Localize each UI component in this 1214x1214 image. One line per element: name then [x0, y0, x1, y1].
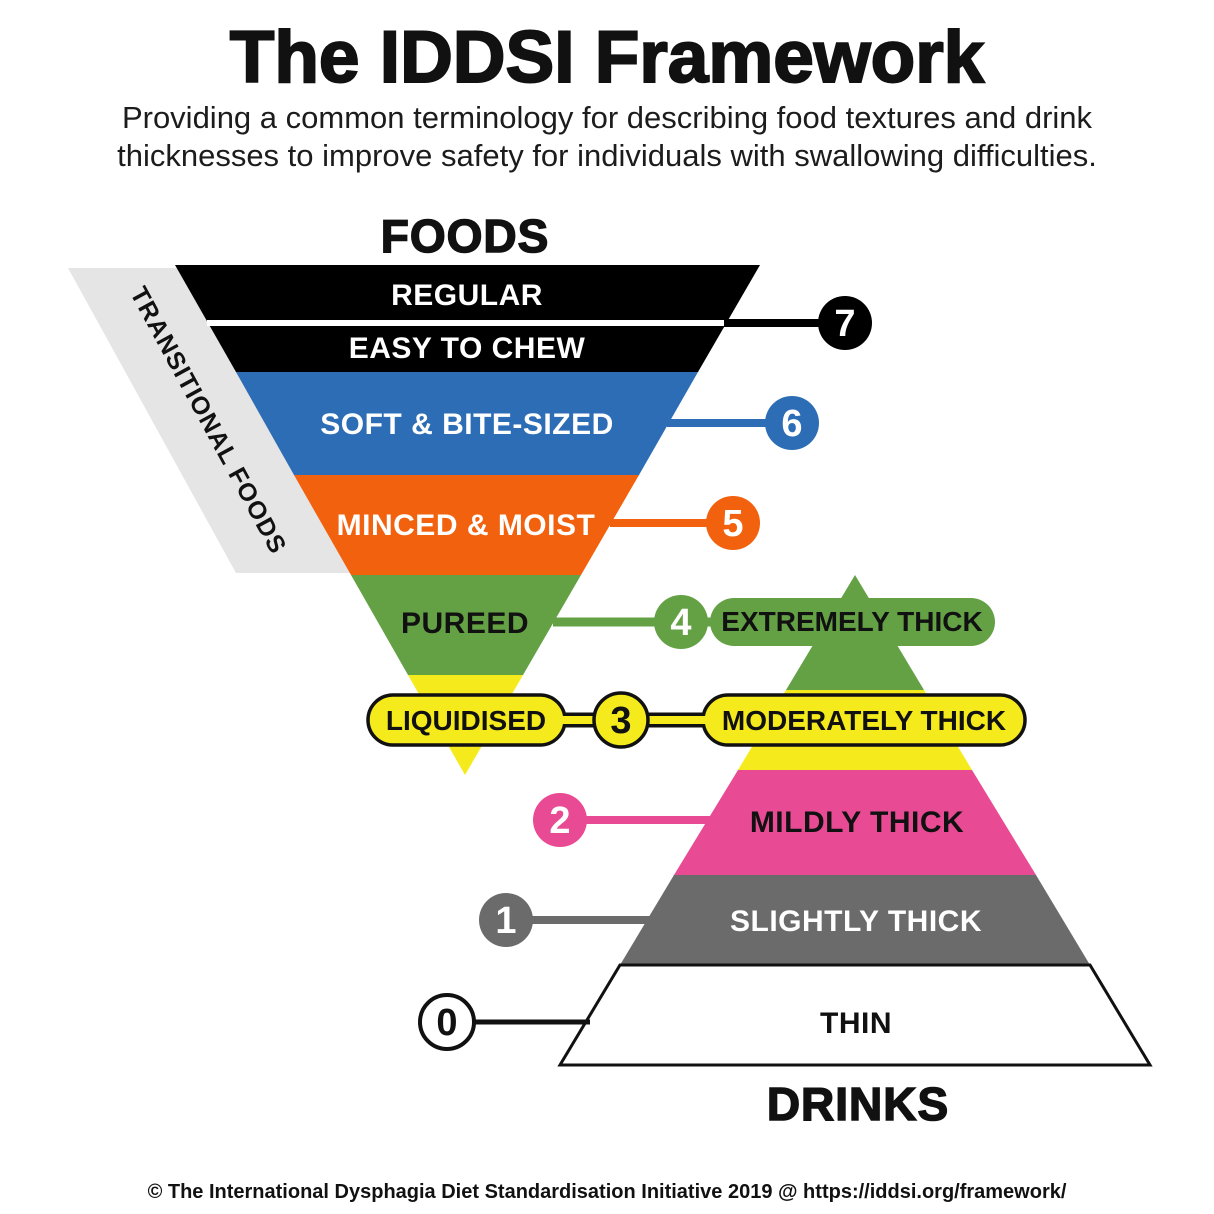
food-label-pureed: PUREED — [401, 607, 529, 640]
drink-label-mildly-thick: MILDLY THICK — [750, 806, 964, 839]
drink-section-level-2 — [674, 770, 1036, 875]
drinks-heading: DRINKS — [767, 1078, 949, 1130]
footer-text: © The International Dysphagia Diet Stand… — [148, 1181, 1067, 1203]
food-label-easy-to-chew: EASY TO CHEW — [349, 332, 586, 365]
food-label-soft-bite-sized: SOFT & BITE-SIZED — [320, 408, 614, 441]
level-4-number: 4 — [670, 602, 691, 644]
foods-heading: FOODS — [381, 210, 550, 262]
food-section-level-7 — [175, 265, 760, 372]
extremely-thick-pill — [710, 598, 995, 646]
food-section-level-5 — [294, 475, 639, 575]
food-label-liquidised: LIQUIDISED — [386, 705, 546, 736]
level-2-number: 2 — [549, 800, 570, 842]
food-label-minced-moist: MINCED & MOIST — [337, 509, 596, 542]
drink-section-level-0 — [557, 963, 1153, 1067]
food-section-level-6 — [236, 372, 698, 475]
level-3-number: 3 — [610, 700, 631, 742]
food-section-level-4 — [351, 575, 581, 675]
subtitle-line-1: Providing a common terminology for descr… — [122, 100, 1093, 135]
level-4-circle — [654, 595, 708, 649]
level-6-number: 6 — [781, 403, 802, 445]
drink-label-slightly-thick: SLIGHTLY THICK — [730, 905, 982, 938]
drink-label-moderately-thick: MODERATELY THICK — [722, 705, 1006, 736]
level-6-circle — [765, 396, 819, 450]
food-label-regular: REGULAR — [391, 279, 543, 312]
level-5-circle — [706, 496, 760, 550]
level-2-circle — [533, 793, 587, 847]
subtitle-line-2: thicknesses to improve safety for indivi… — [117, 138, 1097, 173]
drink-label-thin: THIN — [820, 1007, 892, 1040]
drink-section-level-1 — [620, 875, 1090, 965]
drink-label-extremely-thick: EXTREMELY THICK — [721, 606, 982, 637]
level-1-circle — [479, 893, 533, 947]
transitional-foods-band — [68, 268, 350, 573]
level-1-number: 1 — [495, 900, 516, 942]
page-title: The IDDSI Framework — [230, 17, 985, 98]
level-5-number: 5 — [722, 503, 743, 545]
level-7-circle — [818, 296, 872, 350]
level-3-circle — [592, 691, 650, 749]
level-7-number: 7 — [834, 303, 855, 345]
level-0-number: 0 — [436, 1002, 457, 1044]
level-0-circle — [418, 993, 476, 1051]
